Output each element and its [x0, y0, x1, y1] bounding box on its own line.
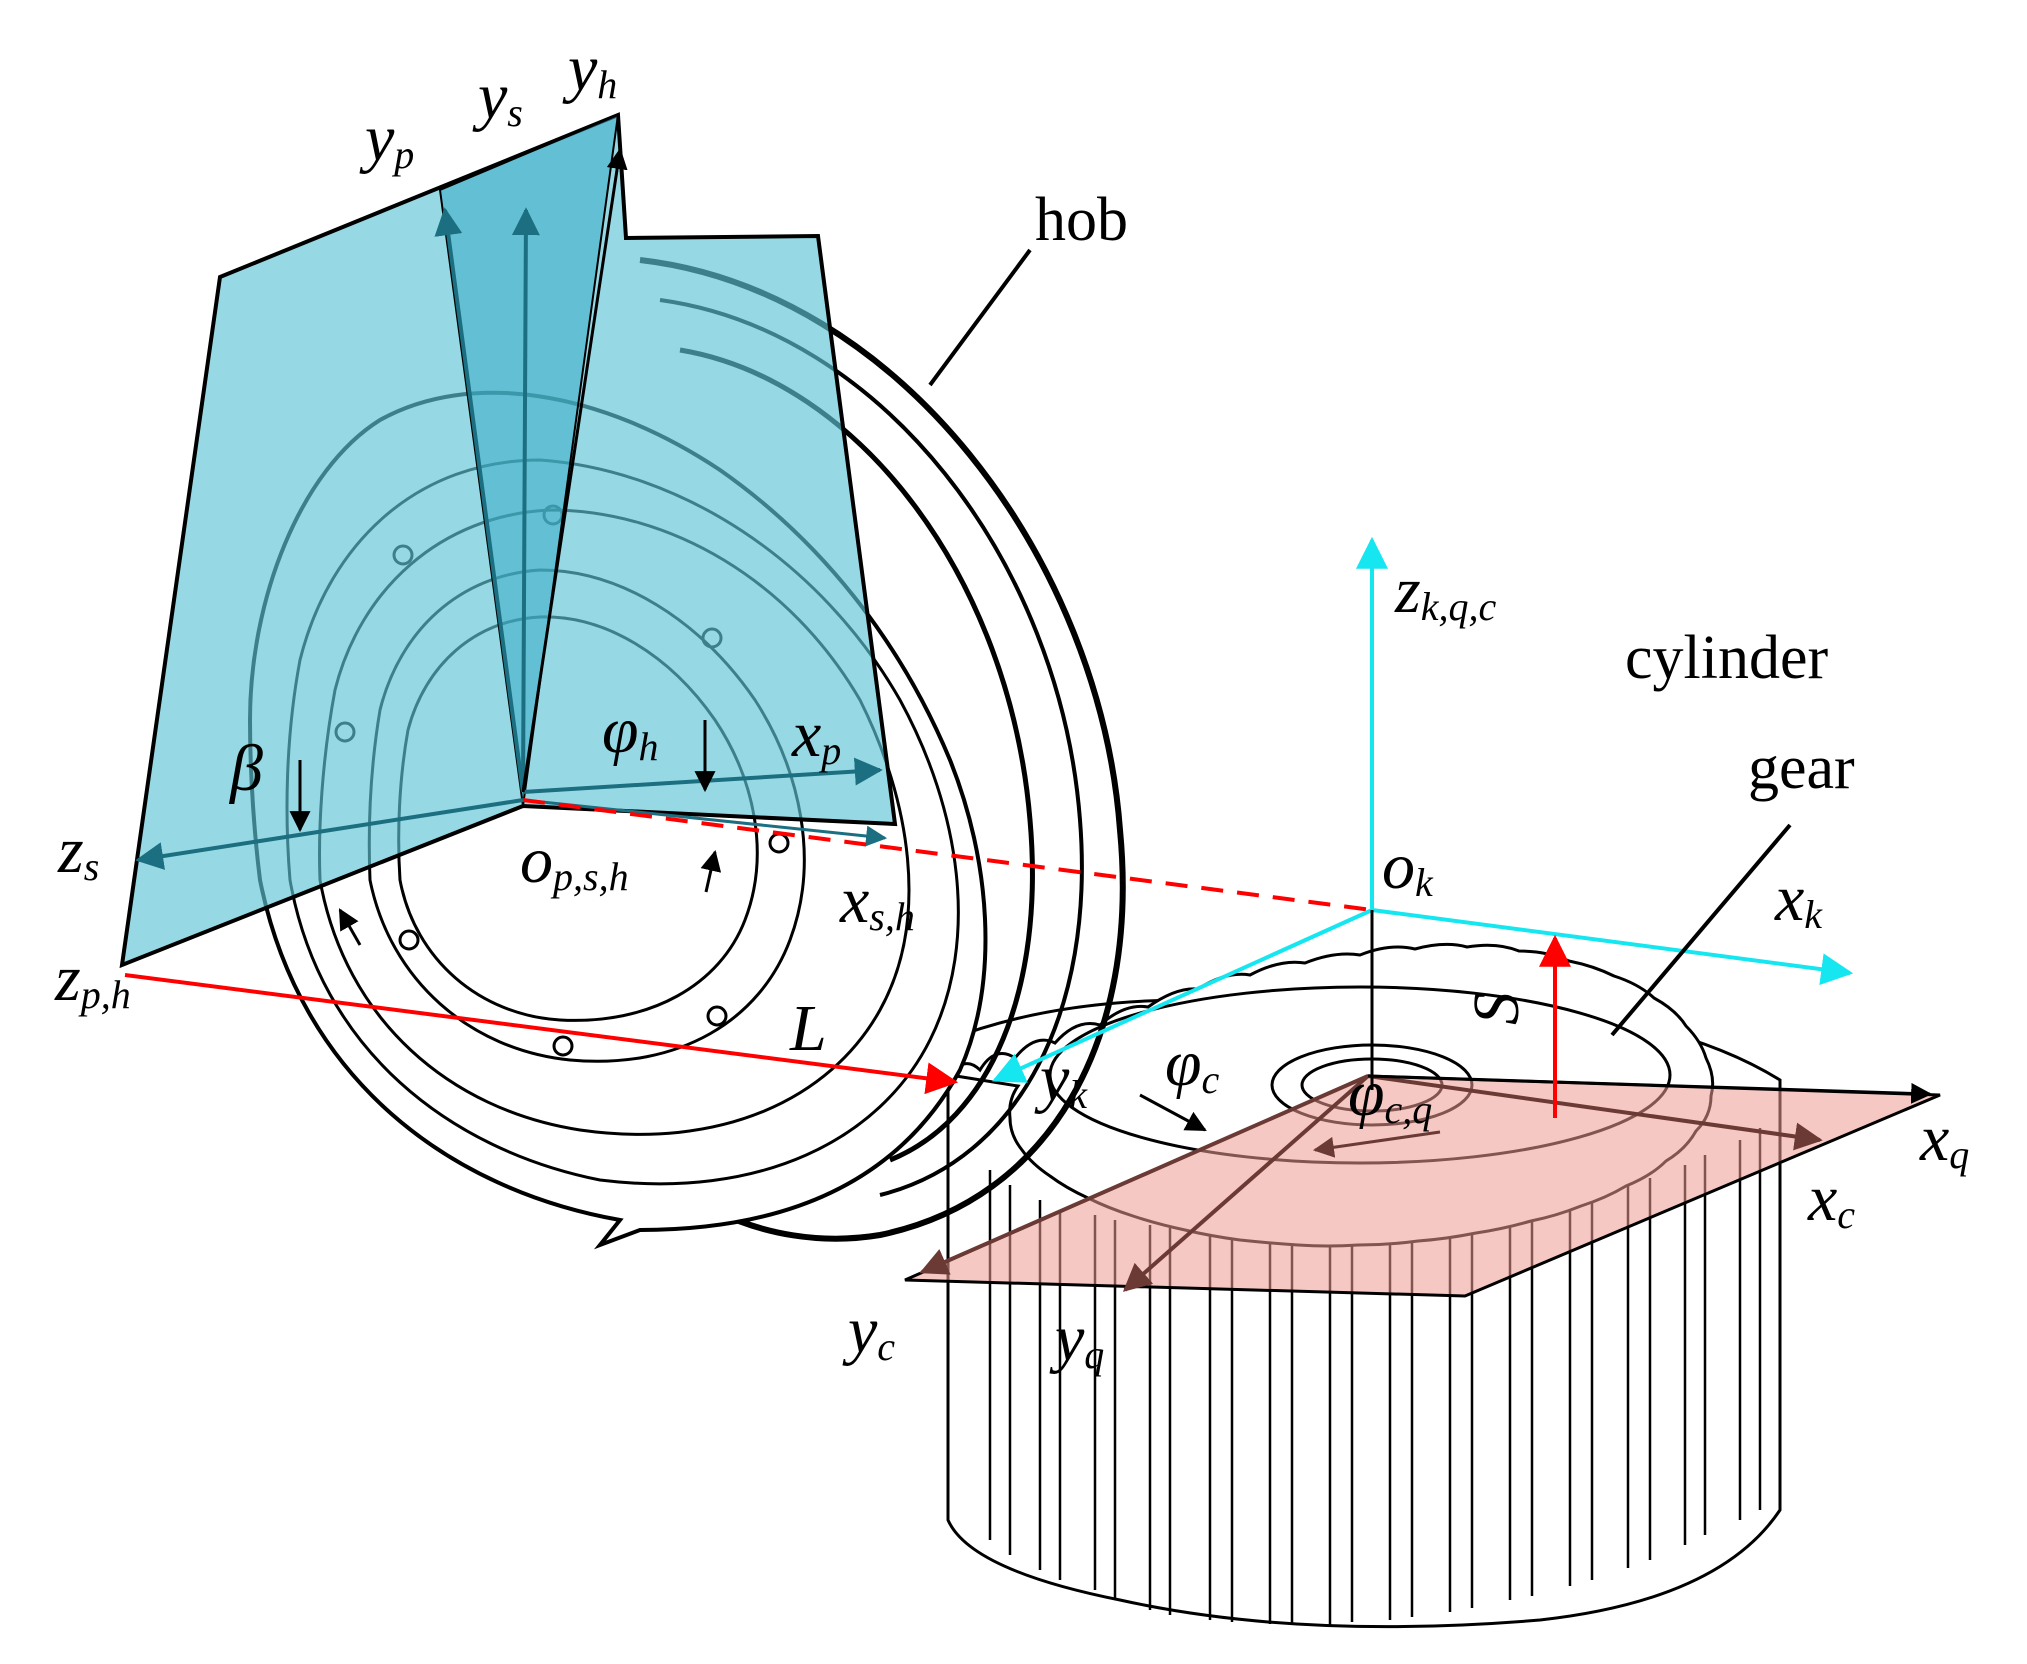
- axis-y-k: [992, 908, 1373, 1083]
- offset-L-arrow: [124, 973, 959, 1095]
- label-x-sh: xs,h: [839, 864, 915, 939]
- axis-x-k: [1371, 908, 1854, 986]
- axis-y-c: [919, 1074, 1369, 1275]
- label-x-k: xk: [1774, 862, 1823, 937]
- hob-rim-outer: [617, 257, 1126, 1242]
- hob-rotation-arrow-1: [700, 849, 722, 893]
- label-gear: gear: [1748, 734, 1855, 802]
- axis-x-c: [1367, 1074, 1823, 1151]
- hob-coordinate-plane: [119, 112, 898, 969]
- phi-c-arrow: [1139, 1093, 1207, 1132]
- axis-y-q: [1122, 1074, 1370, 1292]
- label-x-c: xc: [1807, 1162, 1855, 1237]
- label-z-kqc: zk,q,c: [1394, 554, 1496, 629]
- label-phi-c: φc: [1165, 1027, 1220, 1102]
- hob-rim-2: [659, 298, 1084, 1197]
- label-beta: β: [228, 732, 263, 805]
- label-o-psh: op,s,h: [520, 824, 629, 899]
- axis-y-p: [434, 207, 525, 793]
- label-o-k: ok: [1382, 830, 1434, 905]
- label-y-c: yc: [842, 1294, 895, 1369]
- axis-y-s: [511, 207, 540, 793]
- hob-leader-line: [928, 248, 1032, 387]
- axis-y-h: [521, 147, 628, 793]
- label-y-q: yq: [1049, 1302, 1104, 1377]
- label-hob: hob: [1035, 186, 1128, 254]
- label-cylinder: cylinder: [1625, 624, 1828, 692]
- gear-coordinate-plane: [904, 1074, 1941, 1298]
- label-phi-h: φh: [602, 694, 659, 769]
- gear-teeth-lines: [988, 1128, 1762, 1625]
- k-frame: [124, 248, 1854, 1118]
- label-x-p: xp: [791, 698, 841, 773]
- label-S: S: [1460, 992, 1533, 1025]
- label-x-q: xq: [1919, 1102, 1969, 1177]
- label-z-s: zs: [57, 814, 99, 889]
- labels: hob cylinder gear yp ys yh xp zs zp,h op…: [54, 32, 1969, 1377]
- label-y-s: ys: [472, 60, 523, 135]
- label-y-k: yk: [1034, 1042, 1088, 1117]
- hob-plane-wedge: [438, 113, 620, 807]
- label-y-h: yh: [562, 32, 617, 107]
- phi-cq-arrow: [1312, 1130, 1441, 1158]
- hob-rotation-arrow-2: [338, 908, 362, 946]
- axis-x-q: [1367, 1074, 1933, 1104]
- label-phi-cq: φc,q: [1348, 1057, 1432, 1132]
- axis-z-s: [135, 798, 524, 870]
- label-z-ph: zp,h: [54, 942, 131, 1017]
- gear-leader-line: [1610, 823, 1792, 1037]
- axis-x-sh: [522, 798, 888, 847]
- label-L: L: [789, 992, 827, 1065]
- label-y-p: yp: [359, 102, 414, 177]
